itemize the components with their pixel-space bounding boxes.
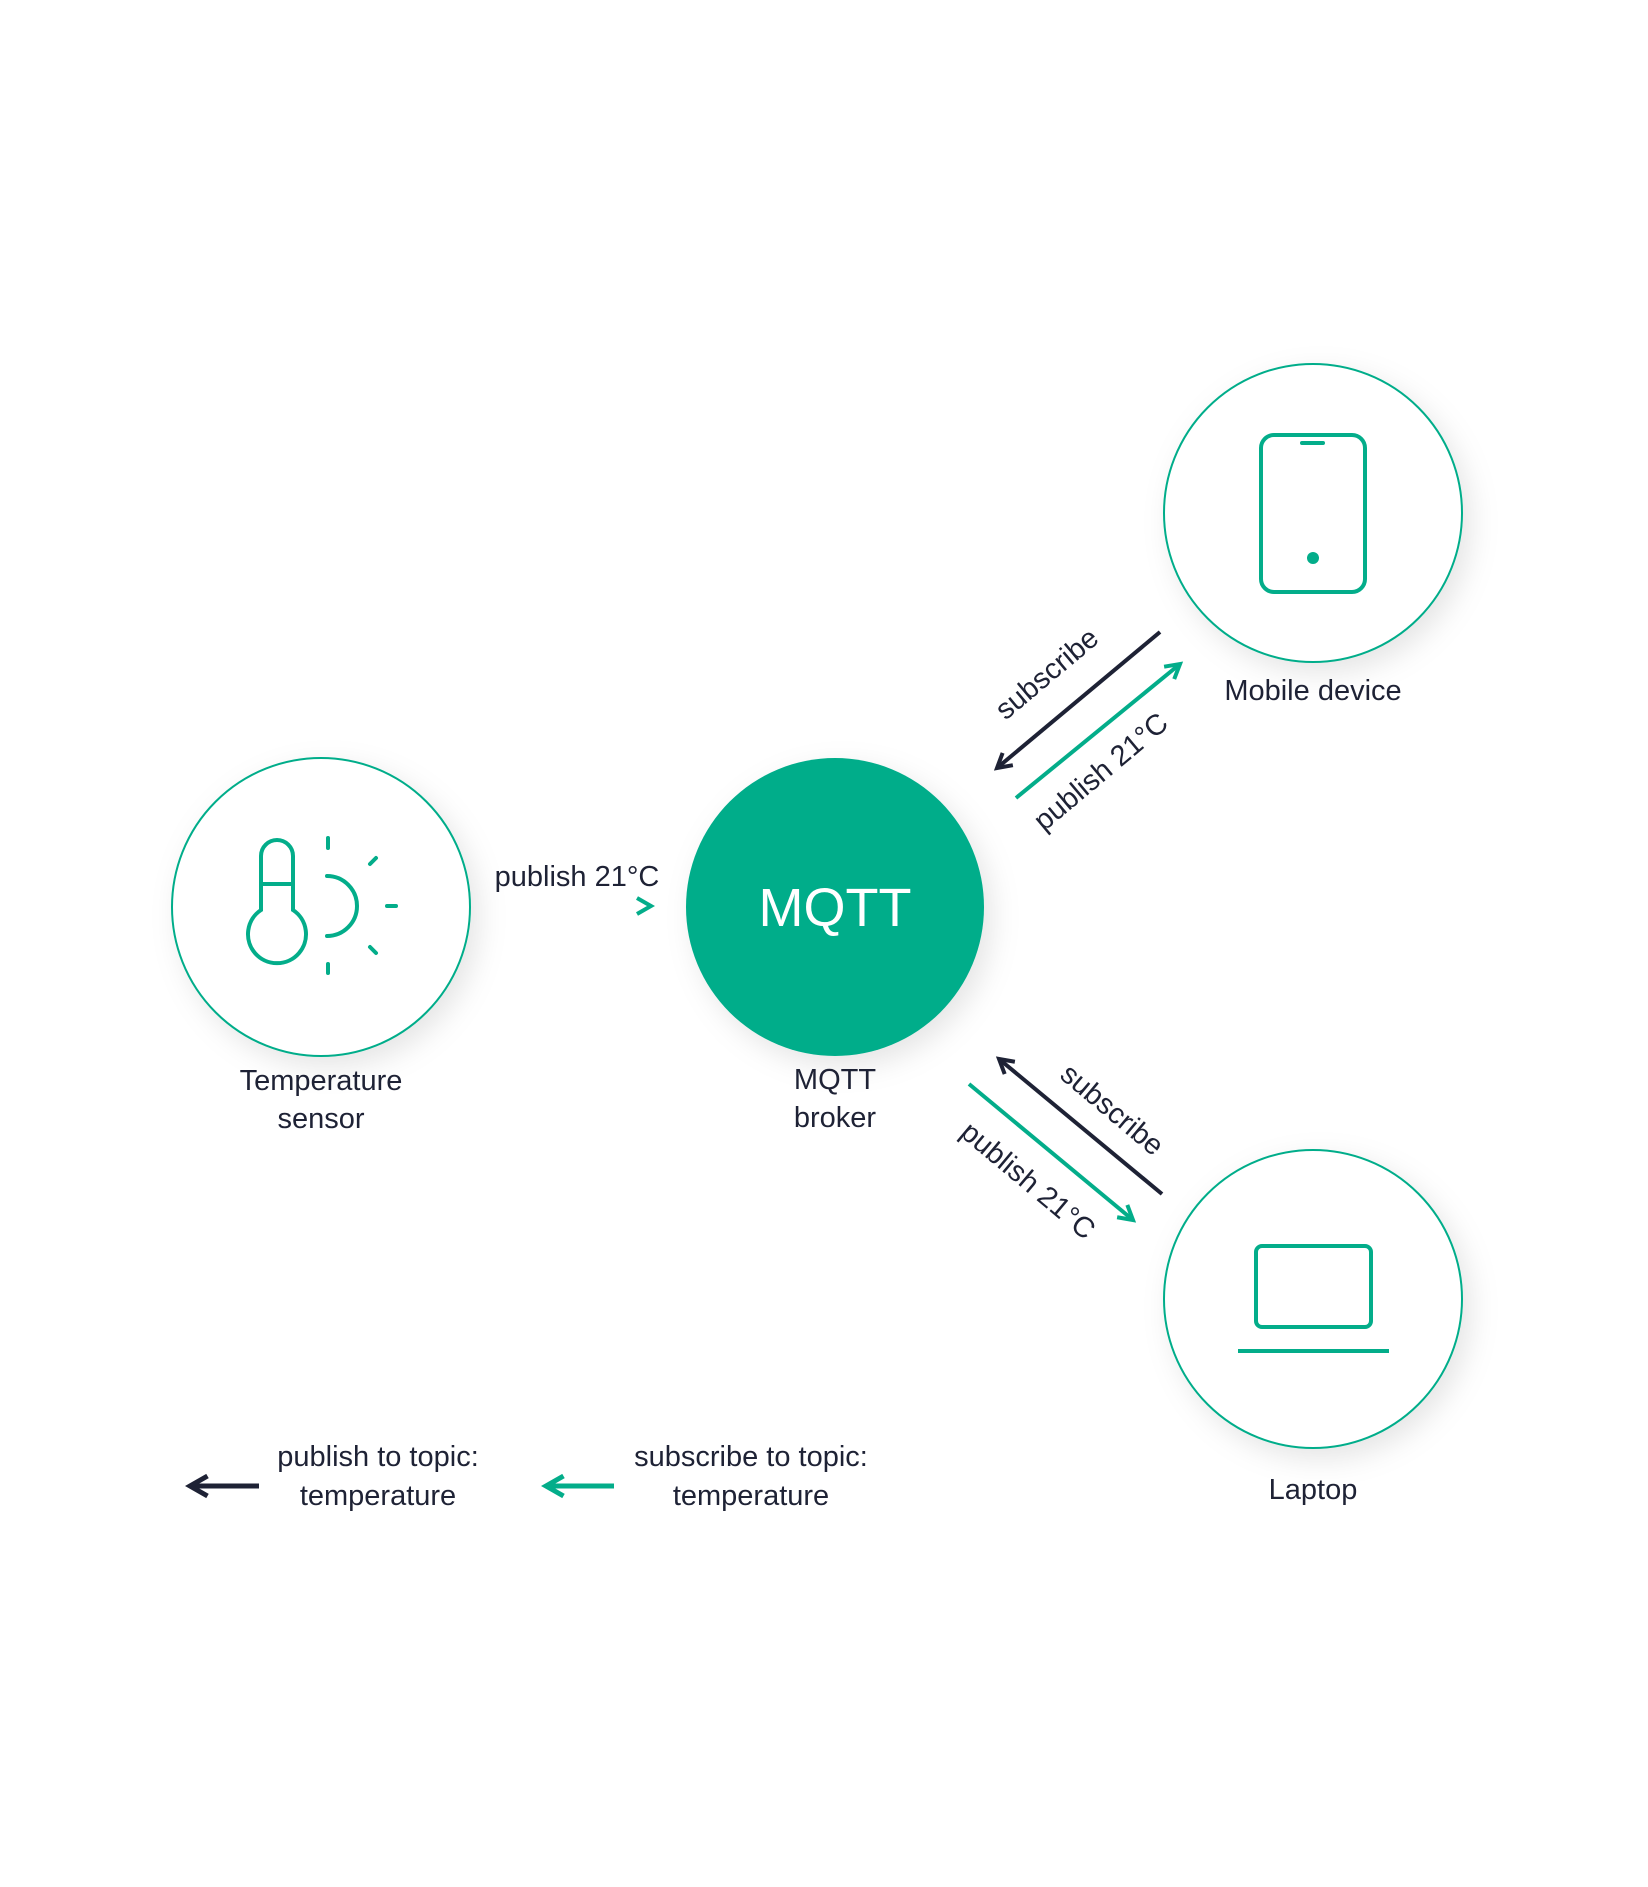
legend-subscribe-line2: temperature: [673, 1480, 829, 1512]
laptop-subscribe-label: subscribe: [1054, 1058, 1170, 1162]
sensor-label-line1: Temperature: [240, 1065, 403, 1097]
smartphone-icon: [1259, 433, 1367, 594]
thermometer-sun-icon: [246, 836, 398, 975]
laptop-label: Laptop: [1269, 1474, 1358, 1506]
broker-label-line2: broker: [794, 1102, 877, 1134]
sensor-publish-edge: publish 21°C: [495, 861, 660, 916]
sensor-label-line2: sensor: [277, 1103, 364, 1135]
mobile-device-node: Mobile device: [1163, 363, 1463, 707]
broker-center-text: MQTT: [759, 878, 912, 938]
legend-subscribe-line1: subscribe to topic:: [634, 1441, 868, 1473]
mqtt-broker-node: MQTT MQTT broker: [686, 758, 984, 1134]
legend: publish to topic: temperature subscribe …: [184, 1441, 868, 1512]
laptop-node: Laptop: [1163, 1149, 1463, 1506]
mobile-label: Mobile device: [1224, 675, 1401, 707]
legend-item-publish: publish to topic: temperature: [184, 1441, 479, 1512]
legend-publish-line2: temperature: [300, 1480, 456, 1512]
sensor-publish-label: publish 21°C: [495, 861, 660, 893]
temperature-sensor-node: Temperature sensor: [171, 757, 471, 1135]
broker-label-line1: MQTT: [794, 1064, 876, 1096]
legend-publish-line1: publish to topic:: [277, 1441, 479, 1473]
laptop-icon: [1238, 1244, 1389, 1353]
laptop-publish-label: publish 21°C: [954, 1116, 1101, 1246]
mobile-subscribe-label: subscribe: [989, 622, 1105, 726]
legend-item-subscribe: subscribe to topic: temperature: [540, 1441, 868, 1512]
